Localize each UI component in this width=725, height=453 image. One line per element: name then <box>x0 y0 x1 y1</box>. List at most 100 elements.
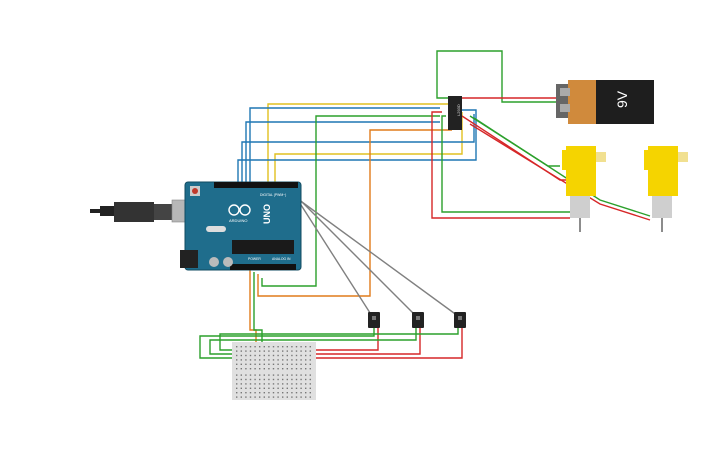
breadboard-hole <box>286 354 288 357</box>
breadboard-hole <box>236 387 238 389</box>
breadboard-icon[interactable] <box>232 342 316 400</box>
breadboard-hole <box>305 374 307 376</box>
breadboard-hole <box>300 363 302 365</box>
breadboard-hole <box>272 363 275 365</box>
nine-volt-battery-icon[interactable]: 9V <box>556 80 654 124</box>
breadboard-hole <box>286 363 288 365</box>
gear-motor-icon[interactable] <box>644 146 688 232</box>
breadboard-hole <box>240 378 242 381</box>
breadboard-hole <box>268 359 270 361</box>
breadboard-hole <box>254 383 256 385</box>
breadboard-hole <box>240 374 242 376</box>
sensor-icon[interactable] <box>412 312 424 328</box>
breadboard-hole <box>263 346 265 348</box>
breadboard-hole <box>245 368 247 370</box>
wire-red-motor1 <box>431 111 570 219</box>
breadboard-hole <box>259 354 261 357</box>
breadboard-hole <box>282 387 284 389</box>
breadboard-hole <box>282 363 284 365</box>
breadboard-hole <box>295 354 298 357</box>
breadboard-hole <box>259 387 261 389</box>
breadboard-hole <box>249 396 252 398</box>
breadboard-hole <box>236 392 238 394</box>
breadboard-hole <box>305 368 307 370</box>
breadboard-hole <box>305 346 307 348</box>
breadboard-hole <box>263 354 265 357</box>
breadboard-hole <box>249 387 252 389</box>
breadboard-hole <box>282 396 284 398</box>
breadboard-hole <box>249 368 252 370</box>
breadboard-hole <box>291 363 293 365</box>
breadboard-hole <box>272 387 275 389</box>
breadboard-hole <box>268 350 270 352</box>
breadboard-hole <box>249 378 252 381</box>
arduino-analog-label: ANALOG IN <box>272 257 291 261</box>
breadboard-hole <box>259 392 261 394</box>
breadboard-hole <box>295 383 298 385</box>
breadboard-hole <box>277 396 279 398</box>
breadboard-hole <box>259 363 261 365</box>
arduino-power-label: POWER <box>248 257 261 261</box>
wire-yellow-1 <box>267 103 452 186</box>
breadboard-hole <box>309 374 311 376</box>
breadboard-hole <box>259 350 261 352</box>
breadboard-hole <box>286 392 288 394</box>
breadboard-hole <box>259 359 261 361</box>
breadboard-hole <box>277 346 279 348</box>
breadboard-hole <box>286 396 288 398</box>
breadboard-hole <box>277 383 279 385</box>
breadboard-hole <box>309 359 311 361</box>
breadboard-hole <box>282 383 284 385</box>
breadboard-hole <box>268 363 270 365</box>
wire-gray-1 <box>293 193 373 317</box>
wire-green-motor2 <box>473 117 651 217</box>
wire-green-motor1 <box>441 115 570 213</box>
wire-red-motor2b <box>469 123 651 221</box>
breadboard-hole <box>295 387 298 389</box>
breadboard-hole <box>300 346 302 348</box>
breadboard-hole <box>240 392 242 394</box>
motor-driver-chip[interactable]: L293D <box>448 96 462 130</box>
breadboard-hole <box>305 396 307 398</box>
gear-motor-icon[interactable] <box>562 146 606 232</box>
breadboard-hole <box>286 350 288 352</box>
arduino-board-icon[interactable]: UNO ARDUINO DIGITAL (PWM~) POWER ANALOG … <box>180 181 302 271</box>
breadboard-hole <box>263 383 265 385</box>
battery-label: 9V <box>614 90 630 108</box>
breadboard-hole <box>254 396 256 398</box>
breadboard-hole <box>236 368 238 370</box>
breadboard-hole <box>295 368 298 370</box>
arduino-digital-label: DIGITAL (PWM~) <box>260 193 286 197</box>
breadboard-hole <box>259 383 261 385</box>
breadboard-hole <box>309 383 311 385</box>
breadboard-hole <box>268 387 270 389</box>
wire-green-s3 <box>219 328 459 351</box>
sensor-icon[interactable] <box>454 312 466 328</box>
breadboard-hole <box>263 387 265 389</box>
wire-green-battery <box>436 50 560 103</box>
breadboard-hole <box>277 387 279 389</box>
breadboard-hole <box>245 354 247 357</box>
breadboard-hole <box>254 378 256 381</box>
breadboard-hole <box>277 392 279 394</box>
breadboard-hole <box>291 383 293 385</box>
breadboard-hole <box>277 354 279 357</box>
breadboard-hole <box>300 396 302 398</box>
breadboard-hole <box>291 359 293 361</box>
breadboard-hole <box>268 354 270 357</box>
breadboard-hole <box>305 350 307 352</box>
breadboard-hole <box>236 378 238 381</box>
breadboard-hole <box>277 374 279 376</box>
breadboard-hole <box>305 392 307 394</box>
breadboard-hole <box>263 363 265 365</box>
breadboard-hole <box>291 392 293 394</box>
breadboard-hole <box>259 374 261 376</box>
wire-gray-3 <box>301 201 459 317</box>
breadboard-hole <box>282 392 284 394</box>
breadboard-hole <box>254 363 256 365</box>
breadboard-hole <box>254 350 256 352</box>
sensor-icon[interactable] <box>368 312 380 328</box>
breadboard-hole <box>272 354 275 357</box>
usb-cable-icon <box>90 199 195 223</box>
breadboard-hole <box>254 374 256 376</box>
